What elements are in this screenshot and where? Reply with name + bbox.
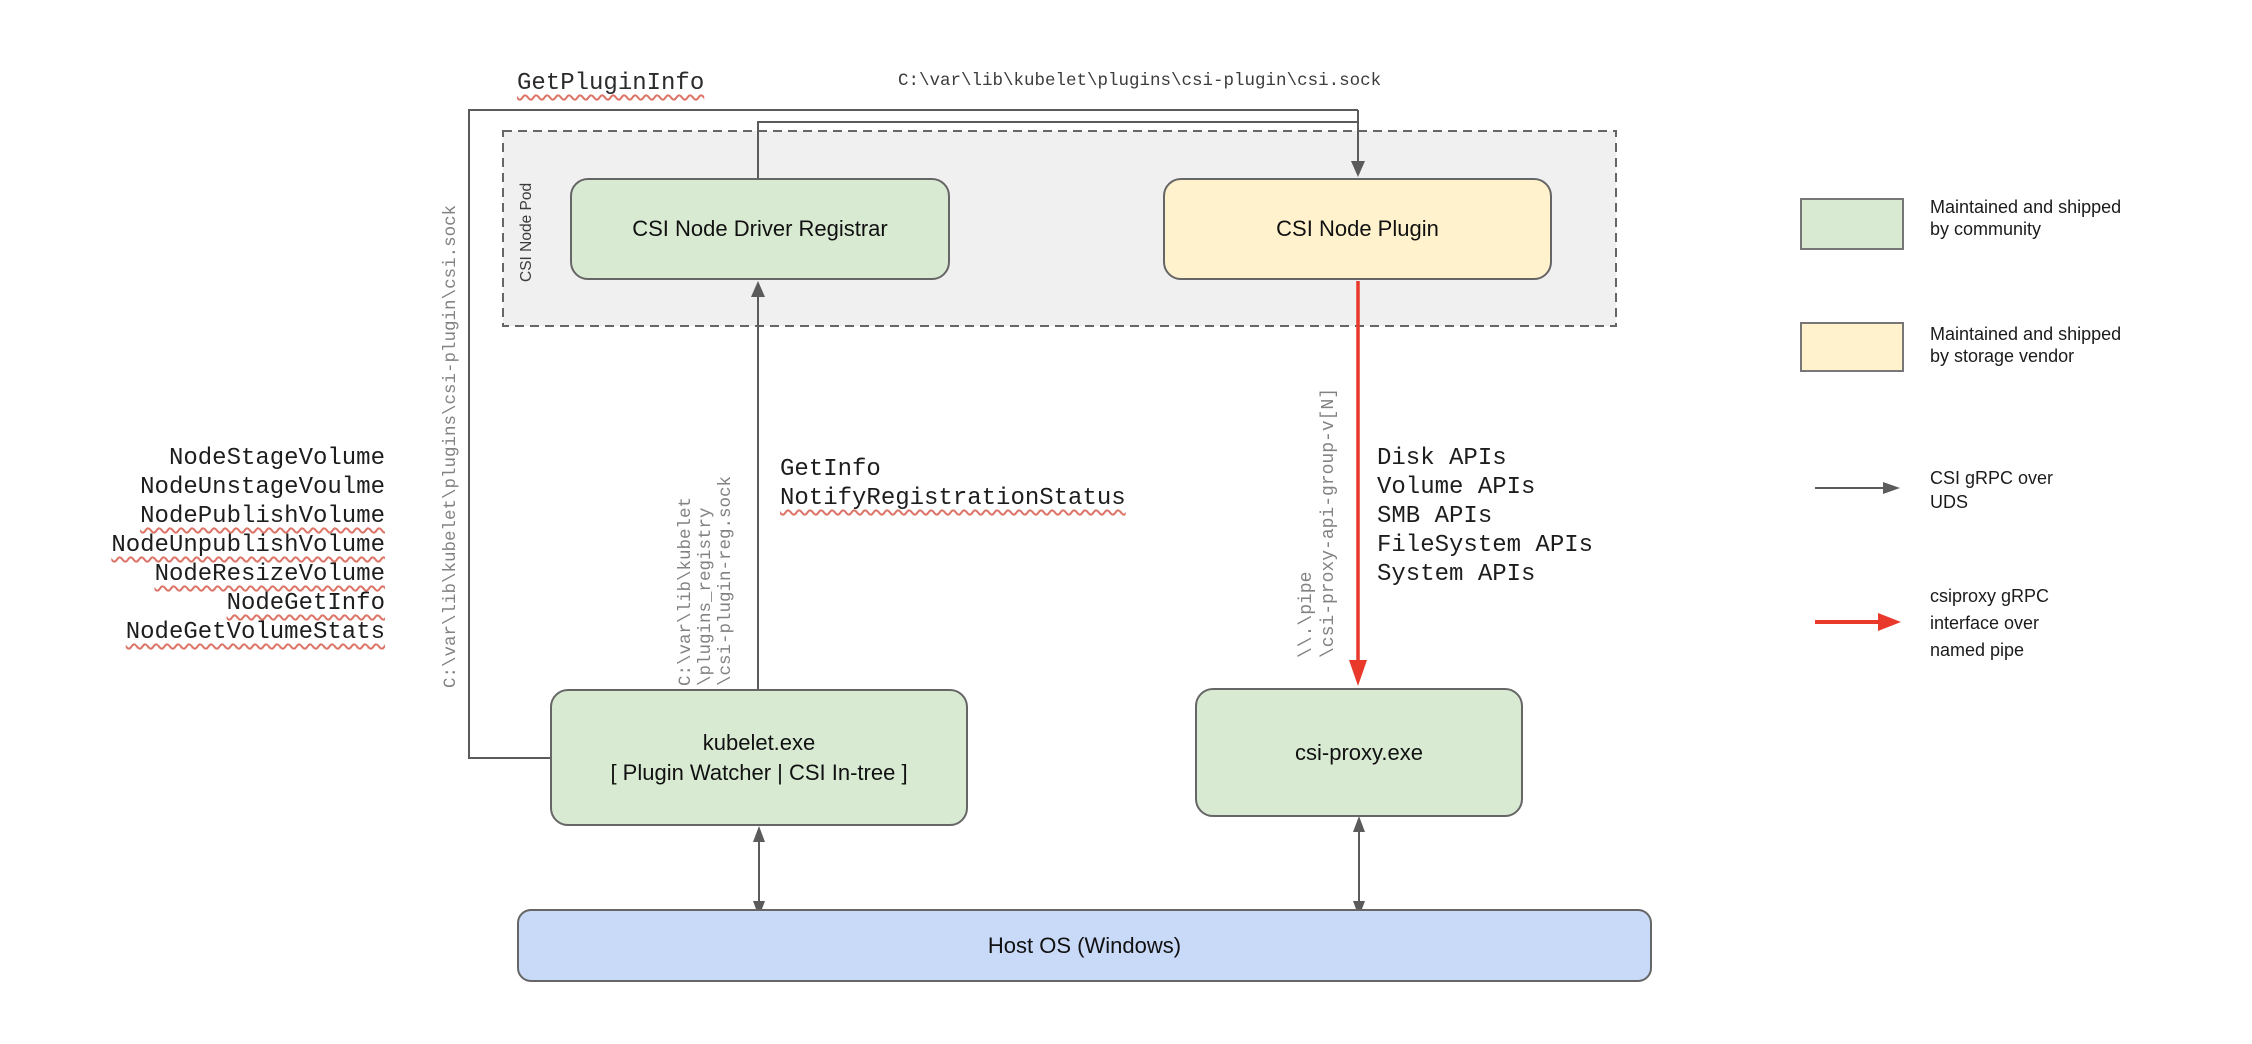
node-call: NodeGetVolumeStats (125, 619, 385, 646)
legend-gray-arrow-text: CSI gRPC over UDS (1930, 466, 2053, 514)
csi-proxy-node: csi-proxy.exe (1195, 688, 1523, 817)
host-os-label: Host OS (Windows) (987, 932, 1182, 958)
arrowhead-into-registrar (751, 281, 765, 297)
legend-vendor-text: Maintained and shipped by storage vendor (1930, 323, 2121, 367)
legend-red-arrowhead (1878, 613, 1901, 631)
registry-path-line: \plugins_registry (696, 507, 716, 686)
legend-community-text: Maintained and shipped by community (1930, 196, 2121, 240)
pipe-path-line: \\.\pipe (1297, 571, 1317, 658)
legend-line: by storage vendor (1930, 346, 2075, 366)
legend-line: interface over (1930, 613, 2040, 633)
registrar-to-plugin-line (757, 121, 1357, 178)
kubelet-node: kubelet.exe [ Plugin Watcher | CSI In-tr… (550, 689, 968, 826)
node-call: NodeStageVolume (168, 445, 385, 472)
node-call: NodeResizeVolume (154, 561, 385, 588)
api-call: Volume APIs (1377, 474, 1536, 501)
legend-line: by community (1930, 219, 2042, 239)
api-call: SMB APIs (1377, 503, 1493, 530)
kubelet-label-line1: kubelet.exe (702, 729, 816, 755)
legend-line: csiproxy gRPC (1930, 586, 2050, 606)
api-call: System APIs (1377, 561, 1536, 588)
kubelet-label-line2: [ Plugin Watcher | CSI In-tree ] (610, 759, 908, 785)
legend-community-swatch (1800, 198, 1904, 250)
csi-node-pod-label: CSI Node Pod (518, 182, 535, 282)
legend-gray-arrowhead (1883, 482, 1900, 494)
legend-line: named pipe (1930, 640, 2025, 660)
registry-path-line: C:\var\lib\kubelet (676, 496, 696, 686)
node-calls-list: NodeStageVolume NodeUnstageVoulme NodePu… (100, 444, 385, 647)
get-plugin-info-label: GetPluginInfo (517, 70, 705, 97)
red-arrowhead-into-proxy (1349, 660, 1367, 686)
api-call: FileSystem APIs (1377, 532, 1594, 559)
legend-line: Maintained and shipped (1930, 197, 2122, 217)
csi-sock-path-vertical-label: C:\var\lib\kubelet\plugins\csi-plugin\cs… (441, 204, 461, 688)
plugin-registry-path-label: C:\var\lib\kubelet \plugins_registry \cs… (676, 476, 736, 686)
legend-red-arrow-text: csiproxy gRPC interface over named pipe (1930, 583, 2049, 664)
named-pipe-path-label: \\.\pipe \csi-proxy-api-group-v[N] (1296, 388, 1340, 658)
plugin-label: CSI Node Plugin (1276, 216, 1439, 241)
red-connectors (1349, 281, 1901, 686)
registrar-label: CSI Node Driver Registrar (632, 216, 888, 241)
legend-line: CSI gRPC over (1930, 468, 2054, 488)
arrowhead-proxy-up (1353, 816, 1365, 832)
csi-sock-path-top-label: C:\var\lib\kubelet\plugins\csi-plugin\cs… (898, 71, 1382, 91)
node-call: NodeGetInfo (226, 590, 385, 617)
pipe-path-line: \csi-proxy-api-group-v[N] (1319, 387, 1339, 658)
node-call: NodePublishVolume (140, 503, 385, 530)
kubelet-to-plugin-line (468, 109, 1358, 759)
node-call: NodeUnstageVoulme (140, 474, 385, 501)
csi-node-plugin-node: CSI Node Plugin (1163, 178, 1552, 280)
legend-line: UDS (1930, 492, 1969, 512)
get-info-label: GetInfo (780, 456, 881, 483)
api-call: Disk APIs (1377, 445, 1507, 472)
legend-line: Maintained and shipped (1930, 324, 2122, 344)
registration-calls-list: GetInfo NotifyRegistrationStatus (780, 455, 1126, 513)
notify-registration-status-label: NotifyRegistrationStatus (780, 485, 1126, 512)
node-call: NodeUnpublishVolume (111, 532, 385, 559)
arrowhead-into-plugin (1351, 161, 1365, 177)
legend-vendor-swatch (1800, 322, 1904, 372)
gray-connectors (468, 109, 1884, 903)
host-os-node: Host OS (Windows) (517, 909, 1652, 982)
registry-path-line: \csi-plugin-reg.sock (716, 475, 736, 686)
csi-proxy-label: csi-proxy.exe (1295, 739, 1423, 765)
csi-node-driver-registrar-node: CSI Node Driver Registrar (570, 178, 950, 280)
arrowhead-kubelet-up (753, 826, 765, 842)
proxy-api-list: Disk APIs Volume APIs SMB APIs FileSyste… (1377, 444, 1593, 589)
